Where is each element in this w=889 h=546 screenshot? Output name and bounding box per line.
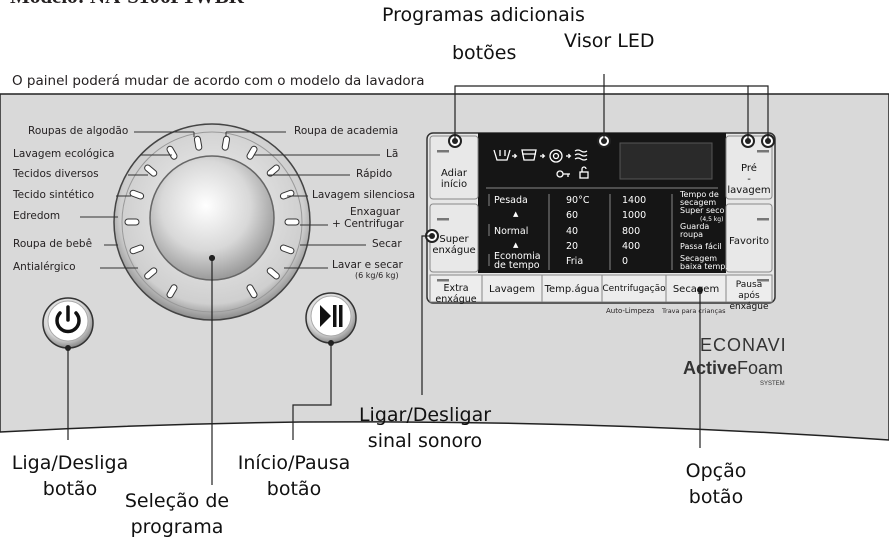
callout-programas-adicionais: Programas adicionais: [382, 4, 585, 26]
lavagem-button[interactable]: Lavagem: [489, 284, 535, 295]
model-title: Modelo: NA-S106F1WBR: [10, 0, 244, 9]
dial-led-slot: [284, 218, 300, 226]
display-normal: Normal: [494, 226, 529, 237]
dial-led-slot: [279, 189, 295, 200]
dial-led-slot: [221, 135, 231, 151]
display-spin-0: 0: [622, 256, 629, 267]
program-tecidos-diversos: Tecidos diversos: [13, 168, 99, 180]
callout-programas-botoes: botões: [452, 42, 517, 64]
display-temp-fria: Fria: [566, 256, 584, 267]
program-rapido: Rápido: [356, 168, 393, 180]
dial-led-slot: [279, 244, 295, 255]
program-tecido-sintetico: Tecido sintético: [13, 189, 95, 201]
program-lavar-e-secar: Lavar e secar: [332, 259, 403, 271]
program-la: Lã: [386, 148, 399, 160]
dial-led-slot: [129, 189, 145, 200]
pre-lavagem-button[interactable]: Pré-lavagem: [727, 163, 771, 196]
display-arrow-1: ▲: [513, 210, 519, 218]
centrifugacao-button[interactable]: Centrifugação: [602, 284, 666, 294]
econavi-logo: ECONAVI: [700, 335, 787, 355]
activefoam-logo: ActiveFoam: [683, 358, 784, 378]
dial-led-slot: [129, 244, 145, 255]
dial-led-slot: [144, 164, 158, 177]
temp-agua-button[interactable]: Temp.água: [544, 284, 600, 295]
secagem-button[interactable]: Secagem: [672, 284, 720, 295]
dial-led-slot: [166, 145, 178, 160]
program-lavar-e-secar-capacity: (6 kg/6 kg): [355, 271, 399, 280]
display-arrow-2: ▲: [513, 241, 519, 249]
program-centrifugar: + Centrifugar: [332, 218, 404, 230]
program-roupa-de-bebe: Roupa de bebê: [13, 238, 93, 250]
display-temp-20: 20: [566, 241, 579, 252]
dial-led-slot: [193, 135, 203, 151]
display-temp-60: 60: [566, 210, 579, 221]
dial-led-slot: [266, 164, 280, 177]
display-super-seco: Super seco(4,5 kg): [680, 206, 725, 224]
program-enxaguar: Enxaguar: [350, 206, 401, 218]
panel-note: O painel poderá mudar de acordo com o mo…: [12, 73, 425, 89]
dial-led-slot: [246, 145, 258, 160]
program-edredom: Edredom: [13, 210, 61, 222]
display-spin-800: 800: [622, 226, 641, 237]
dial-led-slot: [144, 267, 158, 280]
program-lavagem-silenciosa: Lavagem silenciosa: [312, 189, 416, 201]
program-antialergico: Antialérgico: [13, 261, 76, 273]
program-lavagem-ecologica: Lavagem ecológica: [13, 148, 115, 160]
dial-led-slot: [166, 284, 178, 299]
display-spin-400: 400: [622, 241, 641, 252]
display-spin-1000: 1000: [622, 210, 647, 221]
auto-limpeza-label: Auto-Limpeza: [606, 307, 655, 315]
callout-visor-led: Visor LED: [564, 30, 655, 52]
favorito-button[interactable]: Favorito: [729, 236, 769, 247]
activefoam-system: SYSTEM: [760, 381, 785, 387]
display-spin-1400: 1400: [622, 195, 647, 206]
program-secar: Secar: [372, 238, 402, 250]
trava-criancas-label: Trava para crianças: [662, 307, 726, 315]
display-temp-90: 90°C: [566, 195, 590, 206]
program-roupa-de-academia: Roupa de academia: [294, 125, 399, 137]
dial-led-slot: [124, 218, 140, 226]
display-passa-facil: Passa fácil: [680, 242, 722, 251]
program-roupas-de-algodao: Roupas de algodão: [28, 125, 129, 137]
display-pesada: Pesada: [494, 195, 528, 206]
dial-led-slot: [246, 284, 258, 299]
display-temp-40: 40: [566, 226, 579, 237]
dial-led-slot: [266, 267, 280, 280]
